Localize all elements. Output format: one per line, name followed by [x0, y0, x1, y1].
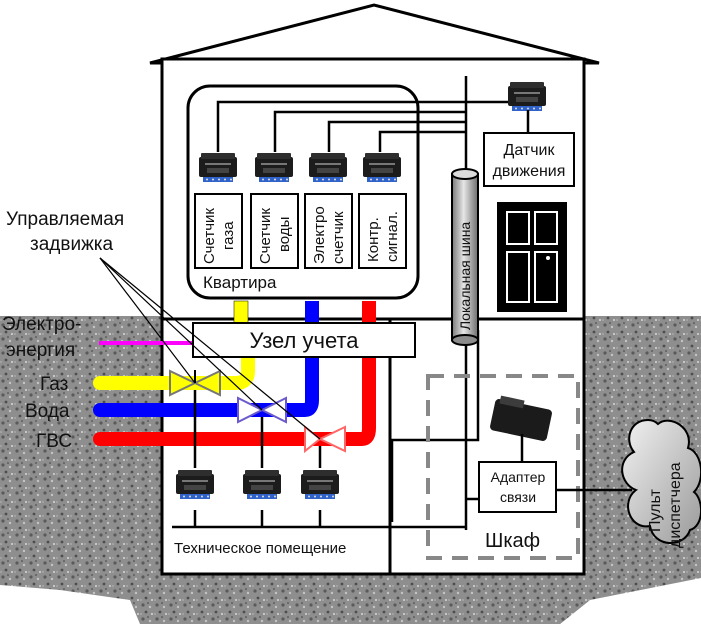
cabinet-label: Шкаф — [485, 530, 540, 552]
hot-water-pipe — [93, 348, 376, 446]
meter-electric-line2: счетчик — [330, 211, 347, 264]
water-label: Вода — [25, 401, 70, 422]
cloud-icon: Пульт диспетчера — [621, 418, 701, 548]
meter-gas: Счетчик газа — [194, 153, 243, 269]
meter-signal-line1: Контр. — [365, 217, 382, 262]
apartment-label: Квартира — [203, 273, 277, 292]
valve-label-line1: Управляемая — [6, 209, 124, 230]
meter-gas-line1: Счетчик — [201, 208, 218, 264]
hot-water-label: ГВС — [36, 431, 72, 452]
meter-water-line1: Счетчик — [257, 208, 274, 264]
adapter-line2: связи — [500, 489, 536, 505]
dispatcher-line2: диспетчера — [667, 462, 684, 548]
motion-sensor: Датчик движения — [483, 82, 575, 187]
meter-signal: Контр. сигнал. — [358, 153, 407, 269]
meter-electric: Электро счетчик — [304, 153, 353, 269]
electricity-label-line2: энергия — [6, 340, 75, 361]
house-roof — [149, 3, 600, 65]
comm-module-icon — [490, 395, 552, 462]
gas-pipe — [93, 348, 255, 390]
door-icon — [497, 202, 567, 312]
dispatcher-line1: Пульт — [647, 488, 664, 532]
motion-sensor-line2: движения — [493, 163, 566, 180]
gas-label: Газ — [40, 374, 68, 395]
valve-gas — [169, 369, 221, 397]
valve-water — [237, 396, 287, 424]
adapter-box: Адаптер связи — [478, 461, 557, 513]
meter-gas-line2: газа — [220, 221, 237, 250]
electricity-label-line1: Электро- — [2, 314, 81, 335]
tech-module-water — [243, 470, 281, 499]
adapter-line1: Адаптер — [491, 469, 546, 485]
meter-electric-line1: Электро — [311, 206, 328, 264]
metering-unit-box — [192, 322, 416, 358]
cabinet-box — [426, 374, 580, 560]
valve-pointer-lines — [99, 257, 321, 440]
valve-label-line2: задвижка — [30, 234, 114, 255]
meter-signal-line2: сигнал. — [384, 211, 401, 262]
apartment-pipes — [233, 300, 376, 325]
water-pipe — [93, 348, 319, 417]
meter-water: Счетчик воды — [250, 153, 299, 269]
tech-room-wires — [172, 390, 466, 529]
local-bus-cylinder: Локальная шина — [451, 168, 479, 346]
motion-sensor-line1: Датчик — [504, 142, 556, 159]
ground-below-house — [140, 574, 590, 624]
valve-hot-water — [304, 424, 346, 454]
technical-room-label: Техническое помещение — [174, 540, 346, 557]
metering-unit-label: Узел учета — [249, 328, 359, 353]
tech-module-gas — [176, 470, 214, 499]
meter-water-line2: воды — [276, 217, 293, 252]
tech-module-hot-water — [301, 470, 339, 499]
local-bus-label: Локальная шина — [457, 222, 473, 330]
